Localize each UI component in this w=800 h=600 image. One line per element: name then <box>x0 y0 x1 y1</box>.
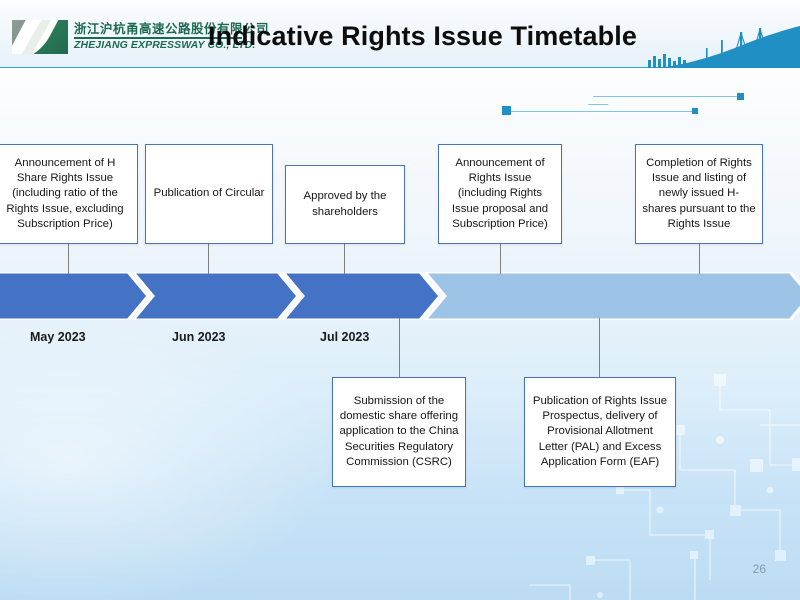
connector-top-2 <box>208 244 210 274</box>
logo-divider <box>74 37 242 39</box>
event-box-above-3[interactable]: Approved by the shareholders <box>285 165 405 244</box>
chevron-segment-jun <box>129 270 300 322</box>
event-box-above-4[interactable]: Announcement of Rights Issue (including … <box>438 144 562 244</box>
deco-line-upper <box>614 96 742 98</box>
chevron-segment-may <box>0 270 150 322</box>
deco-line-lower-seg <box>587 104 609 106</box>
deco-line-lower <box>508 111 698 113</box>
event-box-below-2[interactable]: Publication of Rights Issue Prospectus, … <box>524 377 676 487</box>
expressway-road-icon <box>12 20 68 54</box>
logo-english-name: ZHEJIANG EXPRESSWAY CO., LTD. <box>74 38 256 51</box>
deco-line-upper-seg <box>592 96 616 98</box>
connector-top-5 <box>699 244 701 274</box>
deco-dot-right <box>737 93 744 100</box>
connector-top-4 <box>500 244 502 274</box>
timeline-chevrons <box>0 270 800 322</box>
event-box-above-1[interactable]: Announcement of H Share Rights Issue (in… <box>0 144 138 244</box>
chevron-segment-later <box>421 270 800 322</box>
page-number: 26 <box>752 562 766 576</box>
timeline-band <box>0 270 800 322</box>
deco-dot-left <box>502 106 511 115</box>
logo-chinese-name: 浙江沪杭甬高速公路股份有限公司 <box>74 22 270 37</box>
connector-bottom-1 <box>399 318 401 378</box>
connector-top-1 <box>68 244 70 274</box>
page-title: Indicative Rights Issue Timetable <box>208 21 637 51</box>
event-box-above-2[interactable]: Publication of Circular <box>145 144 273 244</box>
deco-dot-mid <box>692 108 698 114</box>
company-logo: 浙江沪杭甬高速公路股份有限公司 ZHEJIANG EXPRESSWAY CO.,… <box>12 20 269 54</box>
event-box-below-1[interactable]: Submission of the domestic share offerin… <box>332 377 466 487</box>
month-label-jul: Jul 2023 <box>320 330 370 344</box>
event-box-above-5[interactable]: Completion of Rights Issue and listing o… <box>635 144 763 244</box>
month-label-may: May 2023 <box>30 330 86 344</box>
background-glow <box>0 300 360 600</box>
connector-bottom-2 <box>599 318 601 378</box>
month-label-jun: Jun 2023 <box>172 330 226 344</box>
chevron-segment-jul <box>279 270 442 322</box>
connector-top-3 <box>344 244 346 274</box>
logo-text: 浙江沪杭甬高速公路股份有限公司 ZHEJIANG EXPRESSWAY CO.,… <box>74 23 269 51</box>
